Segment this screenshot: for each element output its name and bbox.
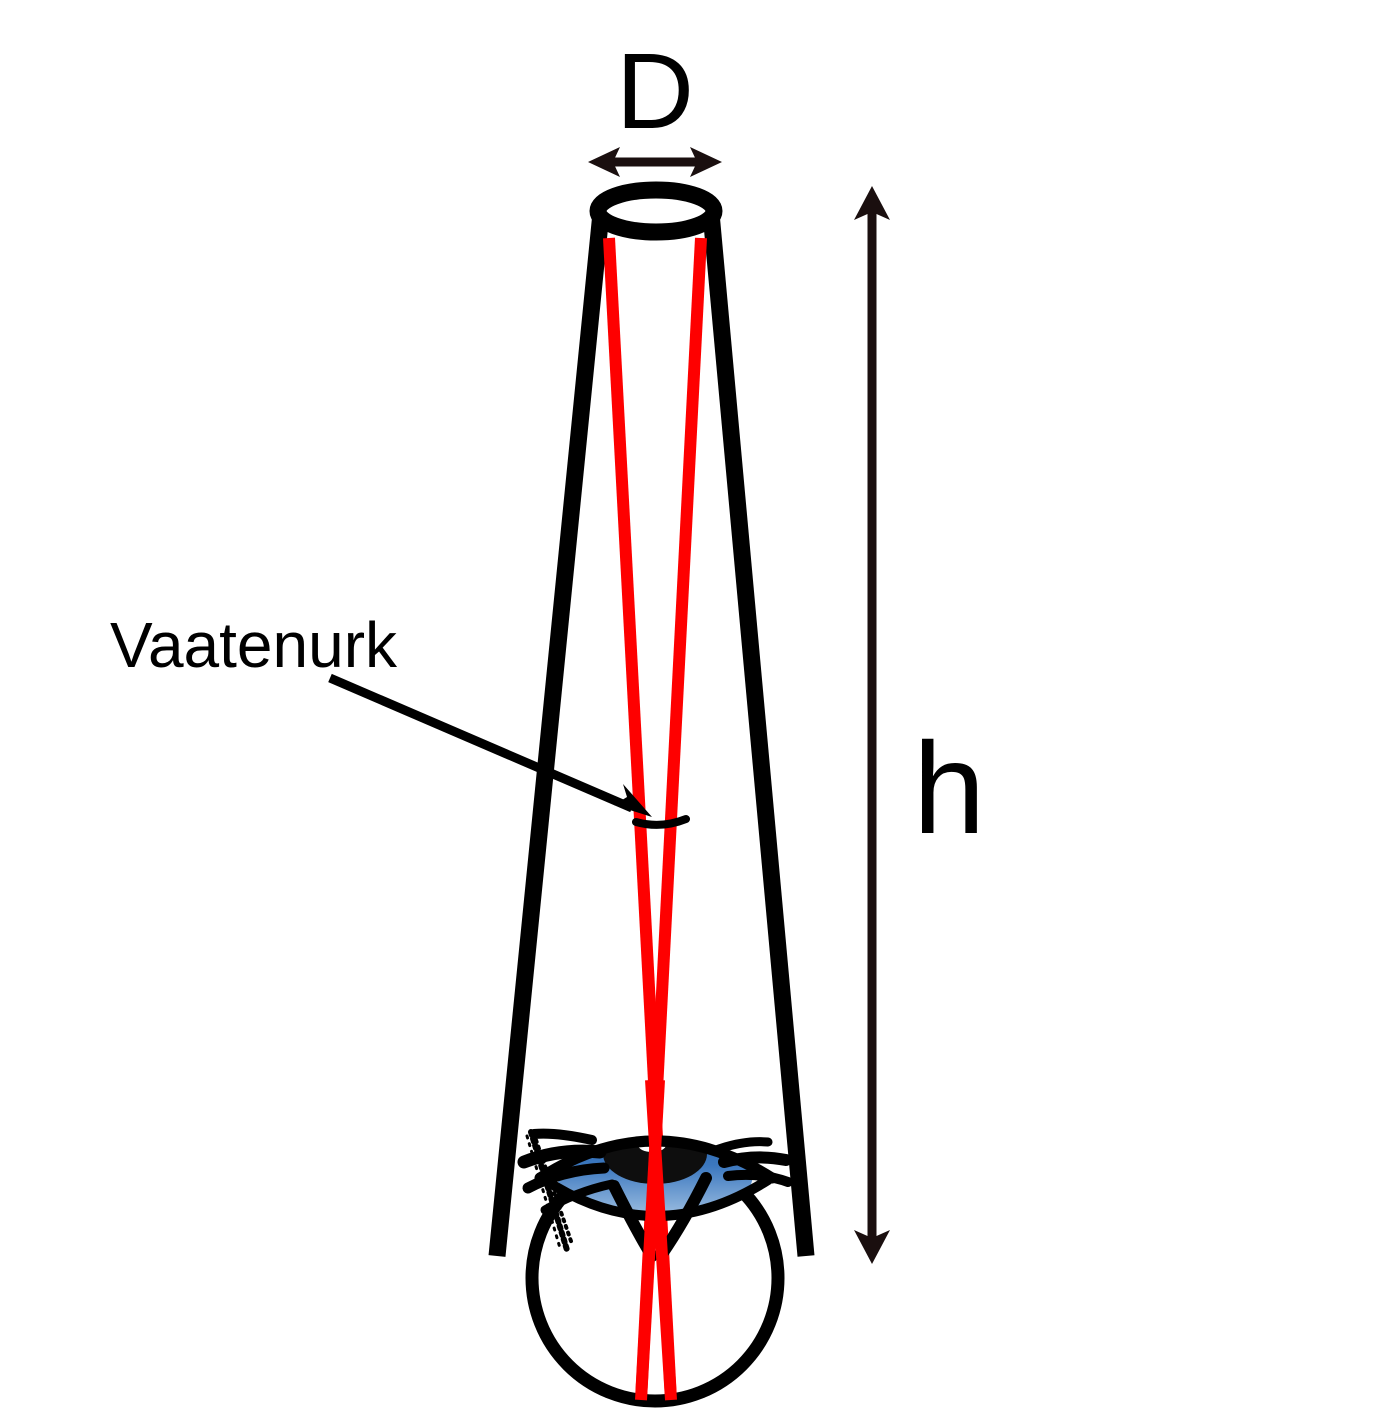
- aperture-arrowhead-right: [690, 147, 722, 177]
- eyelashes-right: [711, 1137, 793, 1187]
- height-arrowhead-bottom: [854, 1230, 890, 1264]
- tube-body: [488, 212, 815, 1257]
- sight-line-right-lower: [635, 1079, 665, 1401]
- eyelash-l3: [540, 1179, 617, 1215]
- sight-lines-overlay: [635, 1079, 677, 1401]
- eyelash-r1: [718, 1151, 792, 1168]
- cone-left-edge: [488, 212, 610, 1257]
- eyelashes-left: [517, 1128, 617, 1215]
- eyelash-l4: [529, 1128, 597, 1145]
- tube-opening: [589, 181, 723, 241]
- scratch-stroke-2: [534, 1138, 574, 1246]
- aperture-arrowhead-left: [588, 147, 620, 177]
- eyelash-r3: [711, 1137, 773, 1155]
- scratch-stroke-3: [525, 1134, 562, 1250]
- viewing-angle-arc: [632, 815, 690, 829]
- height-arrowhead-top: [854, 186, 890, 220]
- leader-arrowhead: [614, 784, 652, 817]
- aperture-dimension: [588, 147, 722, 177]
- height-dimension: [854, 186, 890, 1264]
- scratch-stroke-1: [528, 1129, 570, 1253]
- cone-right-edge: [702, 212, 815, 1257]
- tube-opening-ellipse: [589, 181, 723, 241]
- viewing-angle-label: Vaatenurk: [110, 609, 398, 681]
- leader-shaft: [328, 673, 634, 813]
- eyelash-l1: [517, 1144, 607, 1169]
- aperture-label: D: [616, 30, 694, 151]
- height-label: h: [913, 715, 985, 861]
- vaatenurk-leader: [328, 673, 652, 817]
- eyelash-r2: [723, 1169, 793, 1187]
- scratch-mark: [525, 1129, 574, 1253]
- eyelash-l2: [522, 1162, 610, 1194]
